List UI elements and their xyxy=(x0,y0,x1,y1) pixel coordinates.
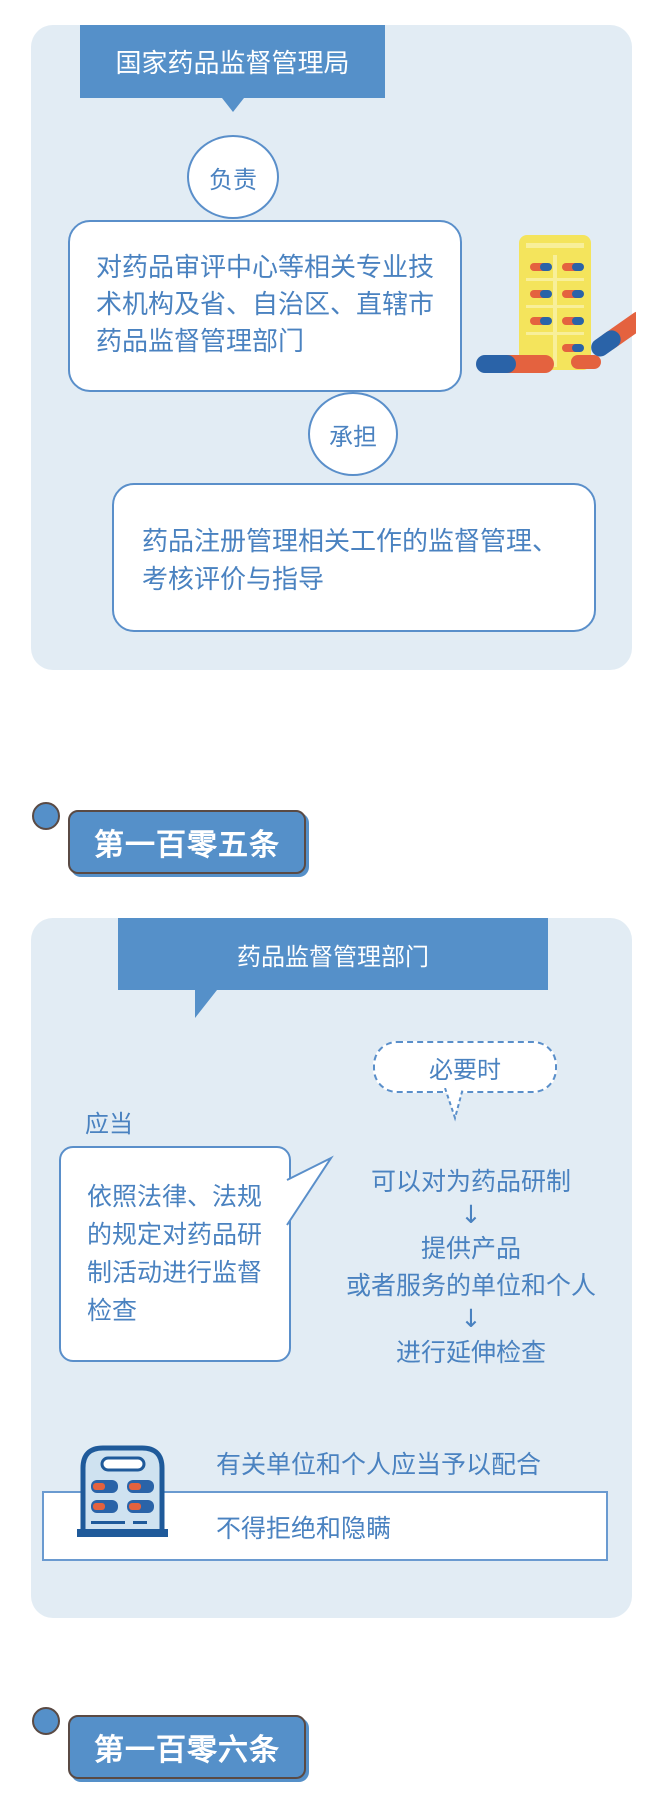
article-105-heading: 第一百零五条 xyxy=(30,800,330,880)
article-106-label: 第一百零六条 xyxy=(68,1715,306,1779)
should-box-pointer xyxy=(286,1155,334,1226)
section1-box2: 药品注册管理相关工作的监督管理、考核评价与指导 xyxy=(112,483,596,632)
pill-cabinet-icon xyxy=(75,1443,170,1543)
extension-inspection-flow: 可以对为药品研制 ↓ 提供产品 或者服务的单位和个人 ↓ 进行延伸检查 xyxy=(306,1163,636,1371)
section-card-2: 药品监督管理部门 必要时 应当 依照法律、法规的规定对药品研制活动进行监督检查 … xyxy=(31,918,632,1618)
connector-undertake: 承担 xyxy=(308,392,398,476)
should-label: 应当 xyxy=(85,1110,133,1138)
section1-header-pointer xyxy=(222,98,244,112)
connector-responsible: 负责 xyxy=(187,135,279,219)
section1-header: 国家药品监督管理局 xyxy=(80,25,385,98)
section2-header-text: 药品监督管理部门 xyxy=(237,942,429,971)
section2-header: 药品监督管理部门 xyxy=(118,918,548,990)
bullet-dot-icon xyxy=(32,802,60,830)
flow-step-2b: 或者服务的单位和个人 xyxy=(345,1271,596,1300)
article-106-heading: 第一百零六条 xyxy=(30,1705,330,1785)
flow-arrow-icon: ↓ xyxy=(460,1200,482,1229)
section1-box1-text: 对药品审评中心等相关专业技术机构及省、自治区、直辖市药品监督管理部门 xyxy=(96,253,435,357)
cooperate-line-1: 有关单位和个人应当予以配合 xyxy=(216,1450,542,1479)
when-needed-pointer xyxy=(444,1088,464,1122)
section1-header-text: 国家药品监督管理局 xyxy=(115,49,350,79)
flow-arrow-icon: ↓ xyxy=(460,1304,482,1333)
section1-box1: 对药品审评中心等相关专业技术机构及省、自治区、直辖市药品监督管理部门 xyxy=(68,220,462,392)
bullet-dot-icon xyxy=(32,1707,60,1735)
section1-box2-text: 药品注册管理相关工作的监督管理、考核评价与指导 xyxy=(142,527,559,595)
pill-blister-pack-icon xyxy=(476,235,648,385)
cooperate-box: 不得拒绝和隐瞒 xyxy=(42,1491,608,1561)
flow-step-3: 进行延伸检查 xyxy=(395,1338,546,1367)
article-105-label: 第一百零五条 xyxy=(68,810,306,874)
should-box-text: 依照法律、法规的规定对药品研制活动进行监督检查 xyxy=(87,1182,263,1325)
connector-undertake-text: 承担 xyxy=(329,422,377,451)
section-card-1: 国家药品监督管理局 负责 对药品审评中心等相关专业技术机构及省、自治区、直辖市药… xyxy=(31,25,648,670)
connector-responsible-text: 负责 xyxy=(209,165,257,194)
when-needed-bubble: 必要时 xyxy=(373,1041,557,1093)
section2-header-pointer xyxy=(195,990,217,1018)
flow-step-2a: 提供产品 xyxy=(420,1234,521,1263)
should-box: 依照法律、法规的规定对药品研制活动进行监督检查 xyxy=(59,1146,291,1362)
when-needed-text: 必要时 xyxy=(429,1055,501,1084)
flow-step-1: 可以对为药品研制 xyxy=(370,1167,571,1196)
cooperate-line-2: 不得拒绝和隐瞒 xyxy=(216,1514,392,1543)
